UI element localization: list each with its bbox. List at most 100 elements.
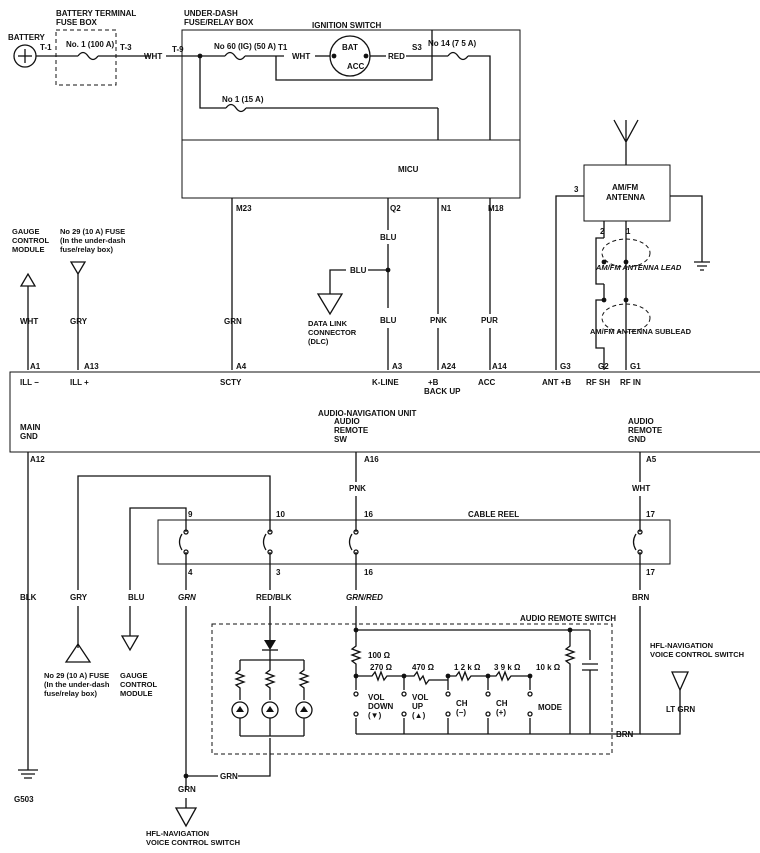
unit-pin-a24-label: +B	[428, 378, 439, 387]
reel-pin-9: 9	[188, 510, 193, 519]
fuse29-connector-bottom-icon	[64, 642, 92, 663]
gauge-top-3: MODULE	[12, 245, 45, 254]
fuse29-bottom-wire: GRY	[70, 593, 88, 602]
antenna-sublead-shield	[601, 303, 651, 333]
hfl-bottom-grn-wire: GRN	[178, 785, 196, 794]
dlc-blu-wire-3: BLU	[380, 316, 397, 325]
r12k-label: 1 2 k Ω	[454, 663, 481, 672]
r270-label: 270 Ω	[370, 663, 393, 672]
unit-pin-g3-label: ANT +B	[542, 378, 571, 387]
fuse-100a-label: No. 1 (100 A)	[66, 40, 114, 49]
mode-label: MODE	[538, 703, 563, 712]
gauge-top-1: GAUGE	[12, 227, 40, 236]
underdash-pin-t1: T1	[278, 43, 288, 52]
gauge-bottom-wire: BLU	[128, 593, 145, 602]
amfm-antenna-box	[583, 164, 671, 222]
remote-gnd-3: GND	[628, 435, 646, 444]
unit-pin-a14: A14	[492, 362, 507, 371]
unit-pin-g3: G3	[560, 362, 571, 371]
vol-down-1: VOL	[368, 693, 385, 702]
hfl-right-2: VOICE CONTROL SWITCH	[650, 650, 744, 659]
remote-gnd-1: AUDIO	[628, 417, 654, 426]
unit-pin-a13: A13	[84, 362, 99, 371]
unit-title: AUDIO-NAVIGATION UNIT	[318, 409, 416, 418]
antenna-pin-1: 1	[626, 227, 631, 236]
unit-pin-a4: A4	[236, 362, 247, 371]
remote-switch-ladder	[350, 627, 636, 735]
illumination-bulbs	[231, 659, 313, 737]
reel-pin-16-top: 16	[364, 510, 373, 519]
unit-pin-g1-label: RF IN	[620, 378, 641, 387]
fuse29-top-wire: GRY	[70, 317, 88, 326]
underdash-pin-s3: S3	[412, 43, 422, 52]
ground-g503-icon	[18, 769, 38, 779]
terminal-fuse-box	[55, 29, 117, 86]
underdash-title-2: FUSE/RELAY BOX	[184, 18, 254, 27]
unit-pin-a24: A24	[441, 362, 456, 371]
r10k-label: 10 k Ω	[536, 663, 561, 672]
unit-pin-a3-label: K-LINE	[372, 378, 399, 387]
battery-label: BATTERY	[8, 33, 46, 42]
micu-grn-wire: GRN	[224, 317, 242, 326]
fuse-14-label: No 14 (7 5 A)	[428, 39, 476, 48]
antenna-lead-shield	[601, 238, 651, 268]
gauge-connector-bottom-icon	[120, 635, 140, 652]
unit-pin-a14-label: ACC	[478, 378, 496, 387]
ch-minus-2: (−)	[456, 708, 466, 717]
remote-gnd-pin: A5	[646, 455, 657, 464]
reel-redblk-wire: RED/BLK	[256, 593, 292, 602]
gauge-connector-top-icon	[19, 272, 37, 287]
underdash-pin-in: T-9	[172, 45, 184, 54]
antenna-title-1: AM/FM	[612, 183, 639, 192]
fuse-1	[199, 56, 438, 113]
unit-pin-g2-label: RF SH	[586, 378, 610, 387]
reel-pin-16-bottom: 16	[364, 568, 373, 577]
gauge-top-2: CONTROL	[12, 236, 49, 245]
fuse-1-label: No 1 (15 A)	[222, 95, 264, 104]
micu-pin-m23: M23	[236, 204, 252, 213]
hfl-bottom-2: VOICE CONTROL SWITCH	[146, 838, 240, 847]
reel-pin-17-top: 17	[646, 510, 655, 519]
micu-pin-m18: M18	[488, 204, 504, 213]
vol-up-2: UP	[412, 702, 424, 711]
gauge-top-wire: WHT	[20, 317, 38, 326]
terminal-box-title-2: FUSE BOX	[56, 18, 98, 27]
remote-sw-1: AUDIO	[334, 417, 360, 426]
wire-wht-2: WHT	[292, 52, 310, 61]
cable-reel-title: CABLE REEL	[468, 510, 519, 519]
gauge-bottom-3: MODULE	[120, 689, 153, 698]
remote-sw-2: REMOTE	[334, 426, 369, 435]
antenna-ground-icon	[694, 261, 710, 271]
micu-pnk-wire: PNK	[430, 316, 447, 325]
antenna-pin-2: 2	[600, 227, 605, 236]
fuse29-top-3: fuse/relay box)	[60, 245, 113, 254]
main-gnd-1: MAIN	[20, 423, 41, 432]
dlc-connector-icon	[316, 293, 344, 316]
reel-grnred-wire: GRN/RED	[346, 593, 383, 602]
fuse29-bottom-2: (In the under-dash	[44, 680, 110, 689]
gauge-bottom-2: CONTROL	[120, 680, 157, 689]
remote-sw-pin: A16	[364, 455, 379, 464]
battery-terminal-label: T-1	[40, 43, 52, 52]
fuse-60	[200, 51, 284, 61]
main-gnd-2: GND	[20, 432, 38, 441]
dlc-label-1: DATA LINK	[308, 319, 348, 328]
cable-reel-box	[157, 519, 671, 565]
unit-pin-g1: G1	[630, 362, 641, 371]
unit-pin-a1-label: ILL −	[20, 378, 39, 387]
hfl-bottom-1: HFL-NAVIGATION	[146, 829, 209, 838]
unit-pin-a3: A3	[392, 362, 403, 371]
gauge-bottom-1: GAUGE	[120, 671, 148, 680]
fuse-14	[447, 51, 491, 140]
ch-minus-1: CH	[456, 699, 468, 708]
micu-label: MICU	[398, 165, 419, 174]
dlc-blu-wire-2: BLU	[350, 266, 367, 275]
reel-pin-4: 4	[188, 568, 193, 577]
remote-sw-wire: PNK	[349, 484, 366, 493]
illum-diode-icon	[264, 640, 276, 650]
battery-symbol	[13, 44, 37, 68]
antenna-mast-icon	[613, 119, 639, 165]
cable-reel-contacts	[178, 520, 643, 564]
wire-wht-1: WHT	[144, 52, 162, 61]
